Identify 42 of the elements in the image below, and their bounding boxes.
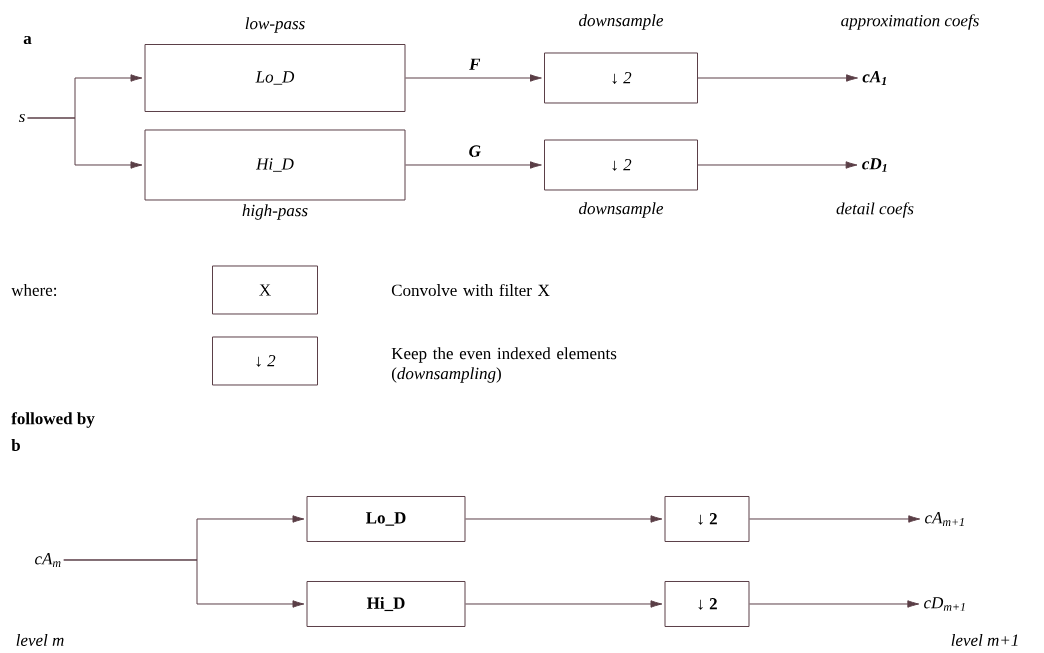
caption-text: approximation coefs bbox=[841, 14, 979, 30]
downsample-box: ↓ 2 bbox=[212, 336, 318, 386]
filter-box: Lo_D bbox=[144, 44, 406, 112]
arrow bbox=[697, 74, 858, 82]
edge-label: F bbox=[468, 57, 482, 71]
arrow bbox=[697, 161, 858, 169]
arrow bbox=[405, 161, 542, 169]
section-label: where: bbox=[11, 284, 57, 296]
output-label: cA$_{m+1}$ bbox=[925, 512, 964, 526]
arrow bbox=[749, 515, 921, 523]
output-label: cA$_{1}$ bbox=[862, 71, 886, 85]
note-text: Convolve with filter X bbox=[391, 283, 550, 297]
panel-label: a bbox=[23, 35, 32, 45]
caption-text: level m+1 bbox=[951, 634, 1018, 646]
caption-text: low-pass bbox=[245, 17, 305, 33]
output-label: cD$_{1}$ bbox=[862, 158, 887, 172]
filter-box: Hi_D bbox=[306, 581, 466, 627]
caption-text: high-pass bbox=[242, 204, 308, 220]
edge-label: G bbox=[467, 144, 482, 158]
caption-text: level m bbox=[16, 634, 64, 646]
arrow bbox=[465, 515, 663, 523]
panel-label: b bbox=[11, 439, 20, 451]
downsample-box: ↓ 2 bbox=[664, 496, 750, 542]
caption-text: downsample bbox=[579, 202, 664, 218]
arrow bbox=[63, 559, 305, 608]
arrow bbox=[405, 74, 542, 82]
signal-label: s bbox=[18, 113, 25, 123]
downsample-box: ↓ 2 bbox=[664, 581, 750, 627]
filter-box: Lo_D bbox=[306, 496, 466, 542]
filter-box: Hi_D bbox=[144, 129, 406, 201]
downsample-box: ↓ 2 bbox=[544, 139, 698, 191]
caption-text: downsample bbox=[579, 14, 664, 30]
filter-box: X bbox=[212, 265, 318, 315]
signal-label: cA$_{m}$ bbox=[35, 553, 61, 567]
arrow bbox=[27, 117, 143, 169]
section-label: followed by bbox=[11, 412, 95, 428]
downsample-box: ↓ 2 bbox=[544, 52, 698, 104]
output-label: cD$_{m+1}$ bbox=[924, 597, 965, 611]
arrow bbox=[749, 600, 920, 608]
note-text: Keep the even indexed elements (downsampling) bbox=[391, 347, 617, 383]
arrow bbox=[465, 600, 663, 608]
caption-text: detail coefs bbox=[836, 202, 914, 218]
